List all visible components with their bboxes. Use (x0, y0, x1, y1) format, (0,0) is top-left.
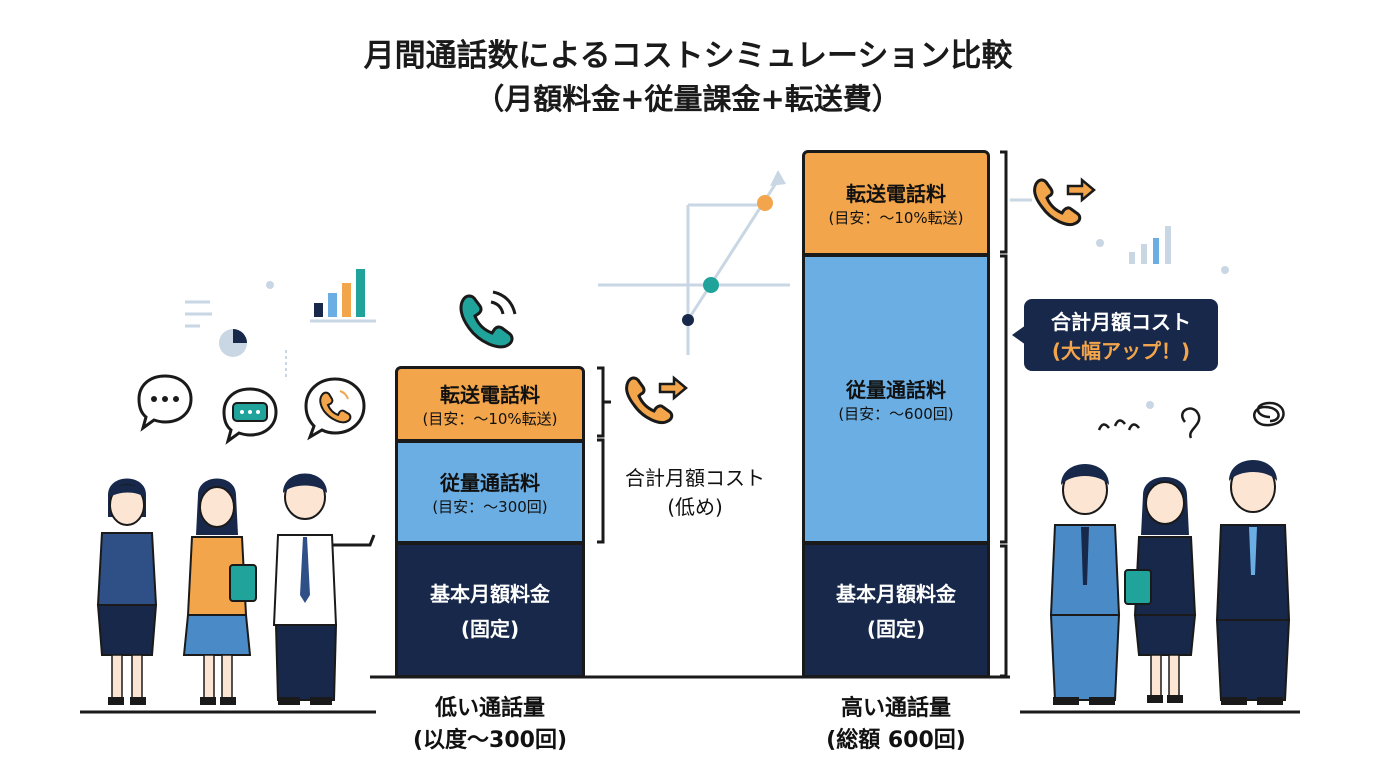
right-total-callout: 合計月額コスト (大幅アップ！) (1024, 299, 1218, 371)
right-callout-line1: 合計月額コスト (1051, 310, 1191, 334)
happy-person-icon (96, 478, 158, 705)
right-callout-line2: (大幅アップ！) (1051, 339, 1191, 363)
right-forward-note: (目安：～10%転送) (828, 209, 964, 227)
left-brackets (597, 366, 611, 544)
left-total-label: 合計月額コスト (低め) (605, 462, 785, 520)
right-usage-label: 従量通話料 (846, 378, 946, 402)
left-forward-note: (目安：～10%転送) (422, 410, 558, 428)
left-axis-label: 低い通話量 (以度～300回) (380, 690, 600, 754)
left-axis-line2: (以度～300回) (412, 728, 568, 753)
list-lines-icon (185, 300, 212, 328)
left-usage-label: 従量通話料 (440, 471, 540, 495)
left-base-segment: 基本月額料金 (固定) (395, 542, 585, 678)
right-axis-line2: (総額 600回) (826, 728, 966, 753)
bar-chart-icon-right (1129, 226, 1171, 264)
right-base-segment: 基本月額料金 (固定) (802, 542, 990, 678)
worry-marks (1097, 407, 1201, 439)
phone-icon (459, 290, 517, 349)
happy-person-icon (182, 478, 257, 705)
trend-line-icon (598, 170, 790, 355)
worried-people-group (1049, 460, 1291, 705)
page-subtitle: （月額料金+従量課金+転送費） (475, 82, 901, 116)
right-forward-segment: 転送電話料 (目安：～10%転送) (802, 150, 990, 256)
happy-people-group (96, 473, 376, 705)
right-usage-segment: 従量通話料 (目安：～600回) (802, 254, 990, 544)
phone-forward-icon-right (1033, 177, 1096, 226)
left-forward-segment: 転送電話料 (目安：～10%転送) (395, 366, 585, 442)
bar-chart-icon (310, 269, 376, 323)
chat-bubble-icon (137, 374, 193, 432)
left-axis-line1: 低い通話量 (434, 696, 545, 721)
left-forward-label: 転送電話料 (440, 383, 540, 407)
chat-bubble-icon-teal (222, 387, 278, 445)
phone-forward-icon (625, 375, 688, 424)
left-total-line1: 合計月額コスト (625, 466, 765, 490)
left-total-line2: (低め) (667, 495, 723, 519)
worried-person-icon (1124, 477, 1197, 703)
left-base-note: (固定) (460, 617, 520, 641)
right-forward-label: 転送電話料 (846, 182, 946, 206)
scribble-icon (1253, 401, 1285, 427)
worried-person-icon (1215, 460, 1291, 705)
right-axis-label: 高い通話量 (総額 600回) (786, 690, 1006, 754)
callout-pointer (1012, 325, 1026, 345)
left-base-label: 基本月額料金 (430, 582, 550, 606)
left-usage-segment: 従量通話料 (目安：～300回) (395, 440, 585, 544)
right-base-label: 基本月額料金 (836, 582, 956, 606)
right-usage-note: (目安：～600回) (838, 405, 954, 423)
right-axis-line1: 高い通話量 (840, 696, 951, 721)
happy-person-icon (272, 473, 376, 705)
phone-bubble-icon (304, 377, 366, 441)
right-base-note: (固定) (866, 617, 926, 641)
pie-chart-icon (219, 329, 247, 357)
right-brackets (1000, 150, 1008, 678)
left-usage-note: (目安：～300回) (432, 498, 548, 516)
worried-person-icon (1049, 464, 1121, 705)
page-title: 月間通話数によるコストシミュレーション比較 (363, 38, 1013, 74)
